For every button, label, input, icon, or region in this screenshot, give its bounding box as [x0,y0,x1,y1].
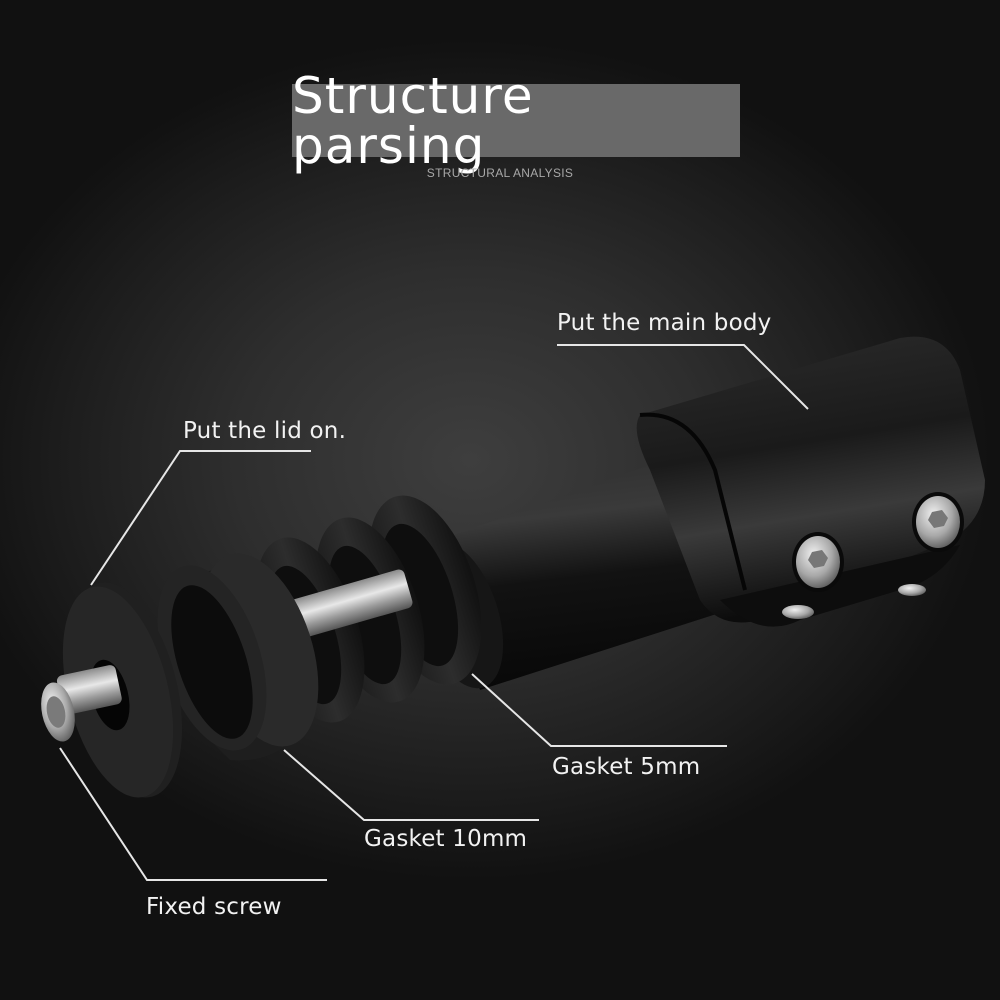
leader-line-lid [90,450,311,586]
fixed-screw [41,665,122,742]
callout-fixed-screw: Fixed screw [146,894,282,920]
clamp-bolt-right [898,492,964,596]
main-body-clamp [636,336,985,627]
callout-lid: Put the lid on. [183,418,347,444]
gasket-10mm-ring [157,553,319,761]
clamp-bolt-left [782,532,844,619]
callout-gasket-10mm: Gasket 10mm [364,826,528,852]
leader-line-fixed-screw [59,747,327,881]
callout-gasket-5mm: Gasket 5mm [552,754,701,780]
callout-main-body: Put the main body [557,310,772,336]
leader-line-gasket-10mm [283,749,539,821]
title-banner: Structure parsing [292,71,740,171]
leader-line-gasket-5mm [471,673,727,747]
leader-line-main-body [557,344,809,410]
page-title: Structure parsing [292,66,534,175]
page-subtitle: STRUCTURAL ANALYSIS [426,166,574,180]
